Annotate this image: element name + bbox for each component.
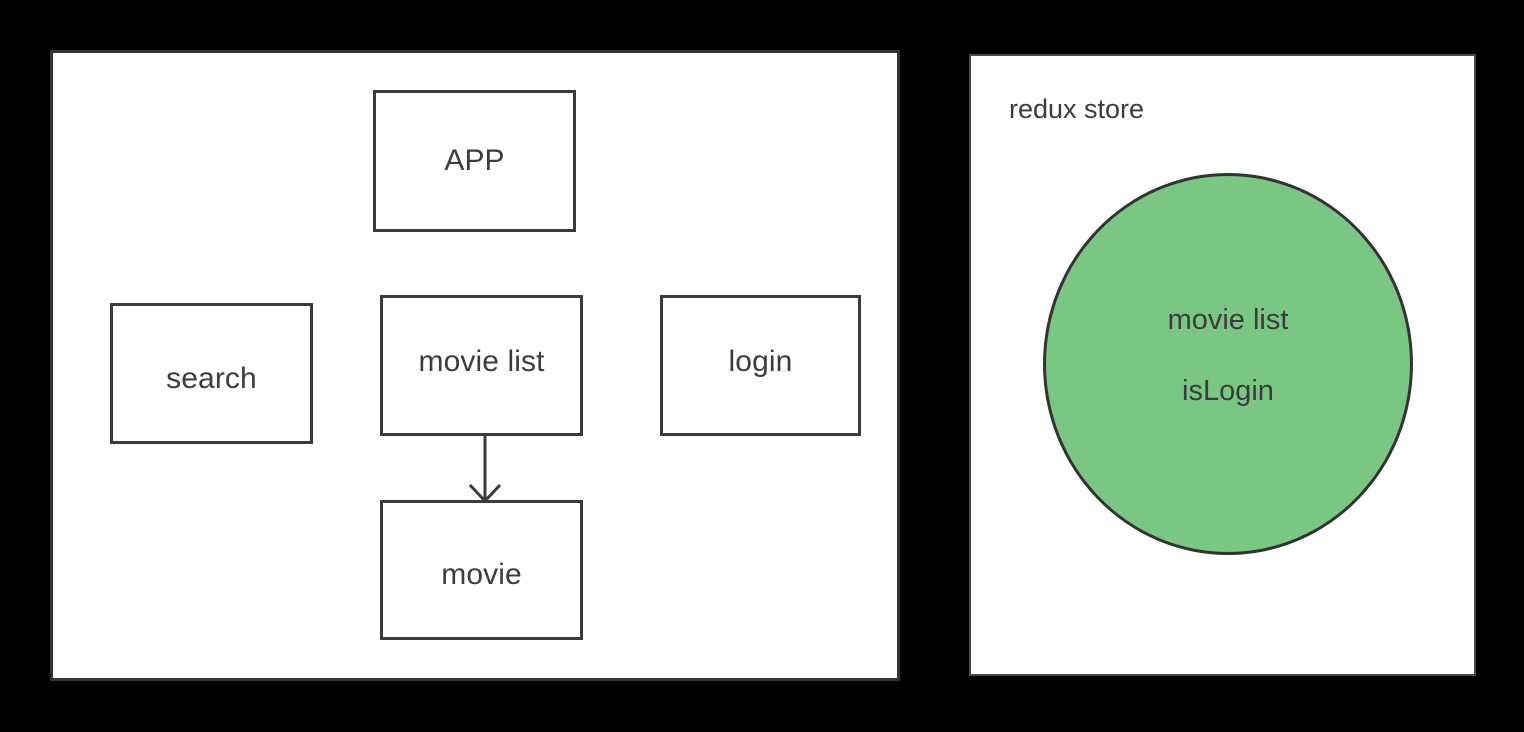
store-state-circle[interactable]: movie list isLogin <box>1043 173 1413 555</box>
components-panel: APP search movie list login movie <box>50 50 900 681</box>
node-movie-list[interactable]: movie list <box>380 295 583 436</box>
node-app-label: APP <box>444 144 505 177</box>
node-movie-label: movie <box>441 558 522 591</box>
store-title: redux store <box>1009 94 1145 124</box>
node-app[interactable]: APP <box>373 90 576 232</box>
node-login[interactable]: login <box>660 295 861 436</box>
node-login-label: login <box>728 344 793 378</box>
store-state-list: movie list isLogin <box>1168 306 1289 406</box>
store-panel: redux store movie list isLogin <box>969 54 1476 676</box>
arrow-movie-list-to-movie <box>468 433 502 504</box>
node-search-label: search <box>166 361 257 395</box>
store-state-islogin: isLogin <box>1182 375 1274 407</box>
node-search[interactable]: search <box>110 303 313 444</box>
node-movie-list-label: movie list <box>418 344 545 378</box>
node-movie[interactable]: movie <box>380 500 583 640</box>
store-state-movie-list: movie list <box>1167 304 1289 336</box>
